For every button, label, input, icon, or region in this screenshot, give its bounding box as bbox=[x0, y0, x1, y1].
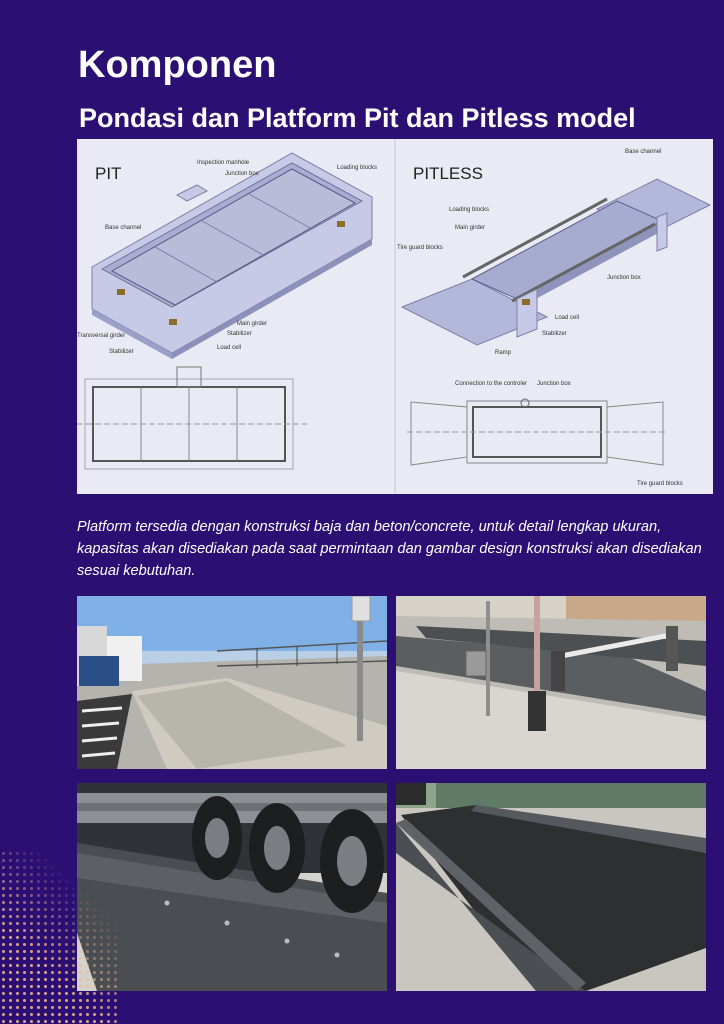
diagram-svg: PIT Inspection manhole Junction box Load… bbox=[77, 139, 712, 494]
photo-truck-on-steel-platform bbox=[77, 783, 387, 991]
pit-label-main-girder: Main girder bbox=[237, 321, 267, 327]
pit-label-junction-box: Junction box bbox=[225, 171, 259, 177]
pitless-label-connection: Connection to the controler bbox=[455, 381, 527, 387]
pitless-label-stabilizer: Stabilizer bbox=[542, 331, 567, 337]
pitless-label-main-girder: Main girder bbox=[455, 225, 485, 231]
pit-pitless-diagram: PIT Inspection manhole Junction box Load… bbox=[77, 139, 713, 494]
page-title: Komponen bbox=[78, 44, 277, 86]
pitless-label-junction-box: Junction box bbox=[607, 275, 641, 281]
photo-weighbridge-barrier bbox=[396, 596, 706, 769]
pit-heading: PIT bbox=[95, 164, 121, 183]
pit-label-transversal-girder: Transversal girder bbox=[77, 333, 125, 339]
pitless-label-junction-box-2: Junction box bbox=[537, 381, 571, 387]
decorative-dot-pattern bbox=[0, 850, 120, 1024]
pitless-label-load-cell: Load cell bbox=[555, 315, 579, 321]
pitless-label-base-channel: Base channel bbox=[625, 149, 661, 155]
pitless-label-ramp: Ramp bbox=[495, 350, 512, 356]
pitless-label-loading-blocks: Loading blocks bbox=[449, 207, 489, 213]
pit-label-inspection-manhole: Inspection manhole bbox=[197, 160, 250, 166]
pit-label-stabilizer-2: Stabilizer bbox=[109, 349, 134, 355]
pitless-label-tire-guard-blocks-2: Tire guard blocks bbox=[637, 481, 683, 487]
pitless-label-tire-guard-blocks: Tire guard blocks bbox=[397, 245, 443, 251]
pit-label-base-channel: Base channel bbox=[105, 225, 141, 231]
photo-steel-weighbridge-deck bbox=[396, 783, 706, 991]
pit-label-stabilizer-1: Stabilizer bbox=[227, 331, 252, 337]
page-subtitle: Pondasi dan Platform Pit dan Pitless mod… bbox=[79, 103, 636, 133]
pit-label-loading-blocks: Loading blocks bbox=[337, 165, 377, 171]
description-text: Platform tersedia dengan konstruksi baja… bbox=[77, 519, 702, 579]
photo-concrete-weighbridge bbox=[77, 596, 387, 769]
pit-label-load-cell: Load cell bbox=[217, 345, 241, 351]
pitless-heading: PITLESS bbox=[413, 164, 483, 183]
